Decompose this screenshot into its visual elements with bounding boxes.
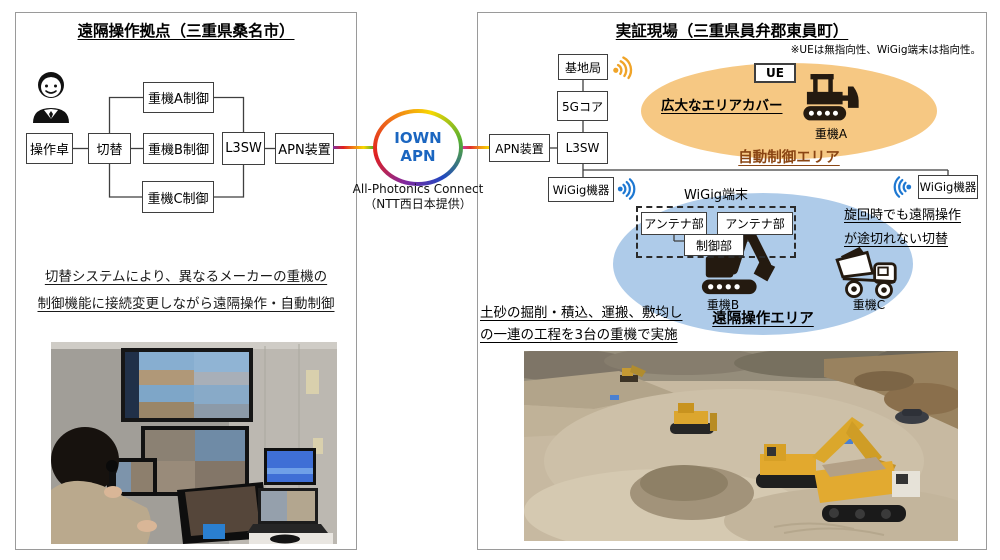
node-machine-c-control: 重機C制御: [142, 181, 214, 213]
machine-c-label: 重機C: [852, 298, 886, 312]
node-switcher: 切替: [88, 133, 131, 164]
node-apn-device: APN装置: [275, 133, 334, 164]
left-connector-lines: [73, 96, 275, 198]
wigig-terminal-label: WiGig端末: [683, 188, 749, 203]
node-5g-core: 5Gコア: [557, 91, 608, 121]
node-machine-a-control: 重機A制御: [143, 82, 214, 113]
demo-site-panel: 実証現場（三重県員弁郡東員町） ※UEは無指向性、WiGig端末は指向性。 基地…: [477, 12, 987, 550]
machine-b-label: 重機B: [706, 298, 740, 312]
node-apn-device: APN装置: [489, 134, 550, 162]
iown-label-line2: APN: [400, 146, 436, 165]
node-ue: UE: [754, 63, 796, 83]
left-description-line1: 切替システムにより、異なるメーカーの重機の: [44, 269, 328, 285]
node-wigig-device-left: WiGig機器: [548, 177, 614, 202]
iown-caption-line2: （NTT西日本提供）: [364, 197, 472, 211]
apn-fiber-link-left: [333, 146, 374, 149]
node-antenna-unit-2: アンテナ部: [717, 212, 793, 235]
node-base-station: 基地局: [558, 54, 608, 80]
node-l3-switch: L3SW: [222, 132, 265, 165]
node-control-unit: 制御部: [684, 234, 744, 256]
remote-operation-area-label: 遠隔操作エリア: [712, 311, 814, 327]
node-machine-b-control: 重機B制御: [143, 133, 214, 164]
auto-control-area-label: 自動制御エリア: [738, 150, 840, 166]
wigig-terminal-dashed-box: [636, 206, 796, 258]
iown-label-line1: IOWN: [394, 129, 442, 148]
wifi-waves-icon-blue-right: [893, 176, 912, 198]
construction-site-photo: [524, 351, 958, 541]
seamless-switch-note-line2: が途切れない切替: [844, 232, 949, 247]
seamless-switch-note-line1: 旋回時でも遠隔操作: [844, 208, 962, 223]
iown-caption: All-Photonics Connect （NTT西日本提供）: [338, 182, 498, 212]
machine-a-label: 重機A: [814, 127, 848, 141]
node-antenna-unit-1: アンテナ部: [641, 212, 707, 235]
coverage-label: 広大なエリアカバー: [661, 98, 783, 114]
operator-person-icon: [33, 72, 69, 123]
process-note-line1: 土砂の掘削・積込、運搬、敷均し: [480, 305, 683, 321]
left-panel-title: 遠隔操作拠点（三重県桑名市）: [77, 22, 295, 40]
process-note-line2: の一連の工程を3台の重機で実施: [480, 327, 678, 343]
bulldozer-icon: [803, 74, 859, 121]
left-description-line2: 制御機能に接続変更しながら遠隔操作・自動制御: [37, 296, 335, 312]
node-l3-switch: L3SW: [557, 132, 608, 164]
apn-fiber-link-right: [461, 146, 489, 149]
wifi-waves-icon-orange: [613, 56, 633, 80]
right-panel-title: 実証現場（三重県員弁郡東員町）: [615, 22, 849, 40]
iown-apn-ellipse: IOWN APN: [373, 109, 463, 186]
directivity-note: ※UEは無指向性、WiGig端末は指向性。: [790, 44, 981, 56]
dump-truck-icon: [835, 246, 897, 299]
operator-room-photo: [51, 342, 337, 544]
wifi-waves-icon-blue-left: [617, 178, 636, 200]
iown-caption-line1: All-Photonics Connect: [352, 182, 484, 196]
node-wigig-device-right: WiGig機器: [918, 175, 978, 199]
node-operator-console: 操作卓: [26, 133, 73, 164]
remote-operation-base-panel: 遠隔操作拠点（三重県桑名市） 操作卓 切替 重機A: [15, 12, 357, 550]
